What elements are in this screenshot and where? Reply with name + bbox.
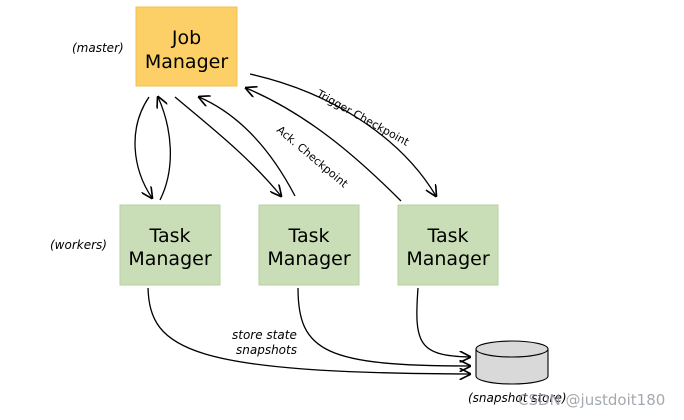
job-manager-box: [135, 6, 238, 87]
job-manager-node: Job Manager: [135, 6, 238, 87]
workers-role-label: (workers): [50, 238, 107, 252]
trigger-arrow-tm2: [174, 96, 281, 196]
ack-checkpoint-label: Ack. Checkpoint: [274, 123, 351, 190]
task-manager-3-label-line2: Manager: [406, 248, 489, 270]
snapshot-arrow-tm3: [416, 287, 470, 357]
snapshot-arrow-tm2: [297, 287, 470, 366]
trigger-arrow-tm1: [134, 96, 152, 198]
ack-arrow-tm3: [246, 88, 402, 202]
task-manager-2-label-line1: Task: [287, 225, 329, 247]
snapshot-store-icon: [475, 340, 549, 385]
watermark: CSDN @justdoit180: [518, 391, 665, 409]
task-manager-1-label-line2: Manager: [128, 248, 211, 270]
ack-arrow-tm1: [158, 97, 172, 201]
snapshot-arrow-tm1: [147, 287, 470, 374]
task-manager-1-label-line1: Task: [148, 225, 190, 247]
ack-arrow-tm2: [199, 97, 296, 197]
task-manager-2-label-line2: Manager: [267, 248, 350, 270]
task-manager-3-label-line1: Task: [426, 225, 468, 247]
snapshot-store-label: (snapshot store): [468, 391, 567, 405]
master-role-label: (master): [72, 41, 124, 55]
job-manager-label-line1: Job: [171, 27, 201, 49]
task-manager-node-2: Task Manager: [258, 204, 360, 286]
task-manager-node-1: Task Manager: [119, 204, 221, 286]
task-manager-box-2: [258, 204, 360, 286]
store-state-label-line2: snapshots: [236, 343, 297, 357]
task-manager-box-1: [119, 204, 221, 286]
trigger-arrow-tm3: [249, 73, 436, 196]
trigger-checkpoint-label: Trigger Checkpoint: [314, 87, 412, 149]
store-state-label-line1: store state: [232, 328, 297, 342]
job-manager-label-line2: Manager: [145, 51, 228, 73]
task-manager-node-3: Task Manager: [397, 204, 499, 286]
task-manager-box-3: [397, 204, 499, 286]
